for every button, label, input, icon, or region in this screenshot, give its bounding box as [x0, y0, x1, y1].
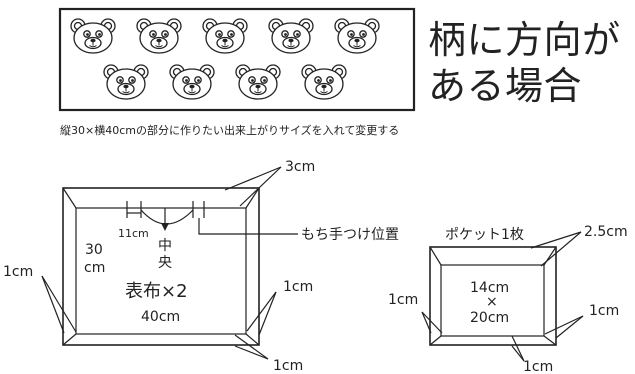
leader-left-b [41, 275, 77, 333]
label-attach-position: もち手つけ位置 [301, 227, 399, 243]
leader-pb-a [511, 335, 525, 362]
label-bottom-1cm: 1cm [273, 358, 303, 374]
pocket-dim-1: 14cm [470, 280, 509, 296]
center-arrow-head [161, 223, 169, 231]
pocket-dim-2: × [486, 294, 498, 310]
pocket-label-right: 1cm [589, 303, 619, 319]
title-line-1: 柄に方向が [428, 18, 621, 62]
corner-tr [245, 187, 260, 209]
label-11cm: 11cm [118, 227, 149, 240]
label-right-1cm: 1cm [283, 279, 313, 295]
bear-icon [202, 18, 248, 54]
bear-icon [169, 64, 215, 100]
bear-icon [334, 18, 380, 54]
corner-bl [62, 333, 77, 346]
corner-br [245, 333, 260, 346]
label-30: 30 [85, 242, 103, 258]
leader-3cm-b [239, 166, 282, 207]
bear-icon [70, 18, 116, 54]
bear-pattern [70, 18, 380, 100]
leader-left-a [41, 275, 65, 334]
label-40cm: 40cm [141, 309, 180, 325]
outer-cut-line [62, 187, 260, 346]
pocket-outer [429, 246, 557, 346]
leader-pl-a [421, 311, 432, 334]
leader-bottom-a [234, 334, 269, 360]
fabric-label: 表布×2 [125, 281, 188, 302]
label-2-5cm: 2.5cm [584, 224, 628, 240]
title-line-2: ある場合 [428, 64, 582, 108]
leader-right-b [258, 291, 277, 336]
pattern-frame [58, 7, 416, 112]
leader-3cm-a [224, 166, 282, 191]
leader-pr-b [555, 315, 584, 339]
bear-icon [235, 64, 281, 100]
pocket-corner-br [543, 335, 557, 346]
corner-tl [62, 187, 77, 209]
leader-25-a [530, 231, 582, 249]
pocket-label-bottom: 1cm [523, 359, 553, 374]
bear-icon [268, 18, 314, 54]
leader-right-a [246, 291, 277, 332]
label-3cm: 3cm [285, 159, 315, 175]
pocket-label-left: 1cm [388, 292, 418, 308]
pocket-dim-3: 20cm [470, 310, 509, 326]
bear-icon [136, 18, 182, 54]
leader-pb-b [511, 345, 525, 362]
leader-attach [198, 218, 298, 235]
leader-pl-b [421, 311, 443, 334]
inner-finish-line [75, 207, 247, 335]
label-left-1cm: 1cm [3, 264, 33, 280]
pocket-corner-bl [429, 335, 442, 346]
label-30-unit: cm [84, 260, 105, 276]
center-char-1: 中 [158, 238, 172, 254]
leader-bottom-b [234, 345, 269, 360]
pocket-corner-tl [429, 246, 442, 266]
pocket-inner [440, 264, 545, 337]
center-char-2: 央 [158, 255, 172, 271]
leader-pr-a [544, 315, 584, 335]
leader-25-b [540, 231, 582, 267]
instruction-note: 縦30×横40cmの部分に作りたい出来上がりサイズを入れて変更する [60, 123, 399, 137]
bear-icon [103, 64, 149, 100]
pocket-title: ポケット1枚 [445, 227, 524, 243]
handle-curve [140, 209, 194, 225]
bear-icon [301, 64, 347, 100]
